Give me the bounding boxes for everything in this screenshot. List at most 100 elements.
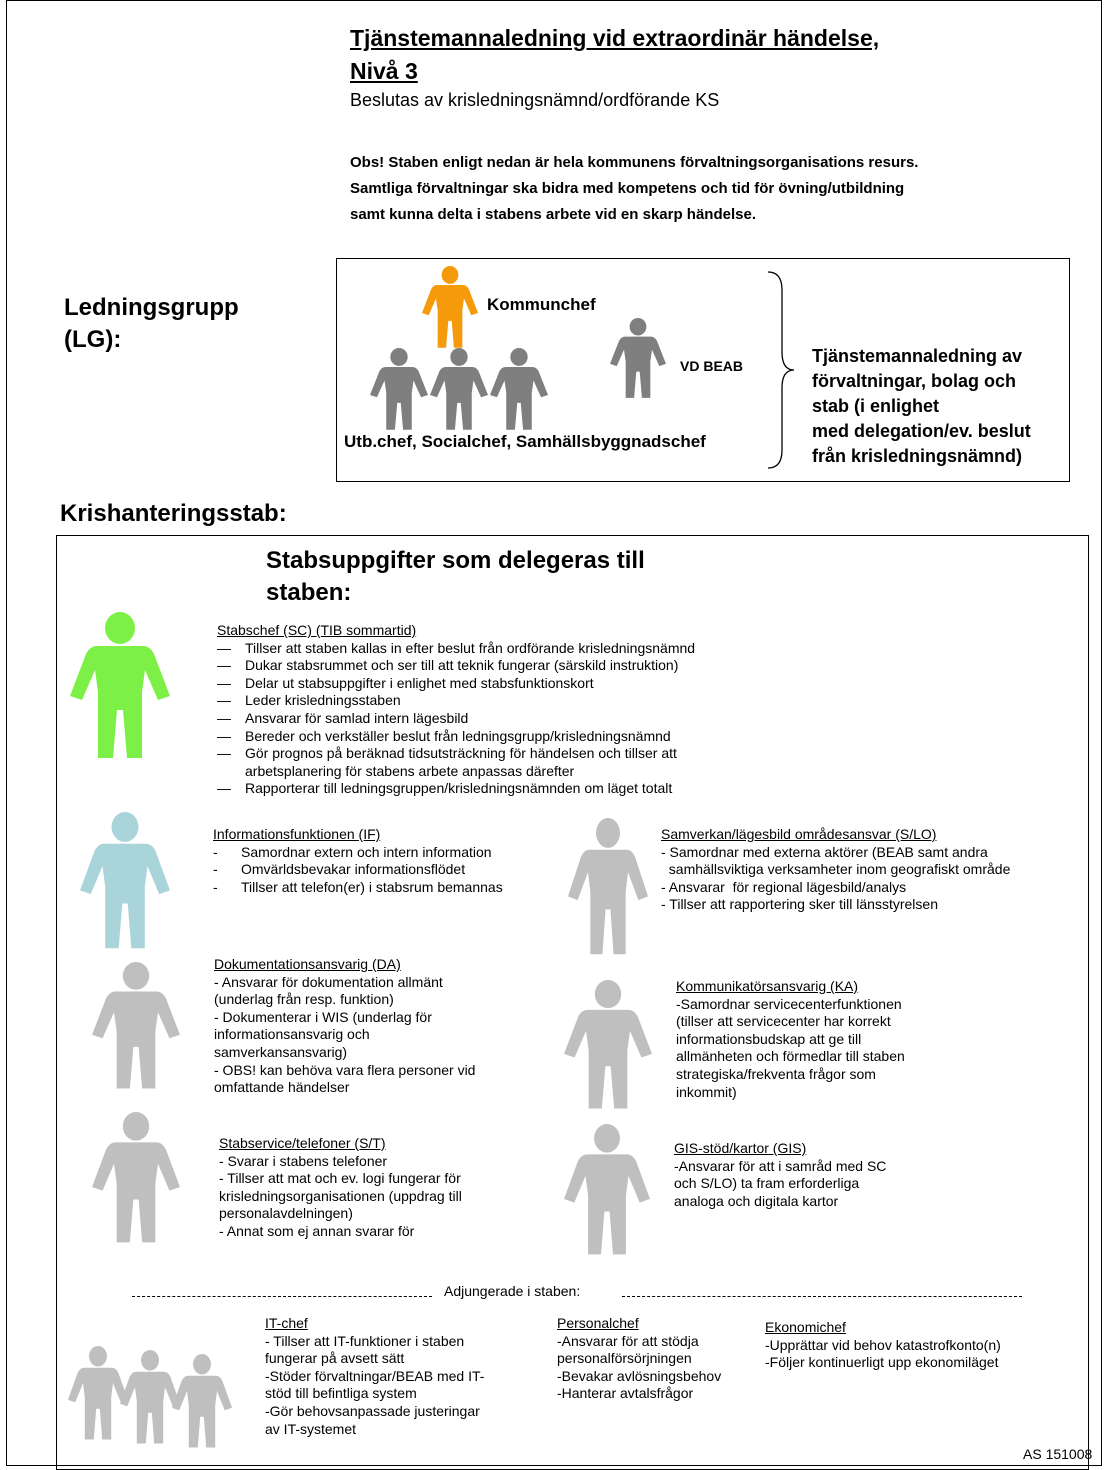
task-line: - Ansvarar för dokumentation allmänt	[214, 973, 443, 990]
task-line: -Hanterar avtalsfrågor	[557, 1385, 694, 1402]
vd-beab-label: VD BEAB	[680, 358, 744, 374]
kommunikator-block: Kommunikatörsansvarig (KA) -Samordnar se…	[676, 978, 905, 1101]
task-line: -Gör behovsanpassade justeringar	[265, 1402, 480, 1419]
curly-brace-icon	[767, 271, 795, 469]
ledningsgrupp-box	[336, 258, 1070, 482]
task-line: allmänheten och förmedlar till staben	[676, 1048, 905, 1065]
samhallsbyggnadschef-person-icon	[490, 348, 548, 430]
kommunikator-person-icon	[564, 980, 652, 1109]
task-line: fungerar på avsett sätt	[265, 1350, 405, 1367]
task-line: krisledningsorganisationen (uppdrag till	[219, 1187, 462, 1204]
note-line: samt kunna delta i stabens arbete vid en…	[350, 206, 756, 223]
stabschef-block: Stabschef (SC) (TIB sommartid) Tillser a…	[217, 622, 695, 798]
it-chef-block: IT-chef - Tillser att IT-funktioner i st…	[265, 1315, 484, 1438]
utb-chef-person-icon	[370, 348, 428, 430]
task-item: Gör prognos på beräknad tidsutsträckning…	[217, 745, 695, 780]
task-line: personalavdelningen)	[219, 1205, 353, 1222]
task-line: analoga och digitala kartor	[674, 1192, 839, 1209]
stabschef-person-icon	[70, 612, 170, 758]
task-line: inkommit)	[676, 1083, 737, 1100]
gis-header: GIS-stöd/kartor (GIS)	[674, 1140, 807, 1156]
page-frame	[6, 0, 1102, 1466]
task-line: -Följer kontinuerligt upp ekonomiläget	[765, 1354, 999, 1371]
ekonomichef-header: Ekonomichef	[765, 1319, 846, 1335]
task-line: (underlag från resp. funktion)	[214, 991, 394, 1008]
it-chef-header: IT-chef	[265, 1315, 308, 1331]
adjungerad-person-icon	[120, 1350, 180, 1444]
stabservice-block: Stabservice/telefoner (S/T) - Svarar i s…	[219, 1135, 462, 1241]
socialchef-person-icon	[430, 348, 488, 430]
task-line: av IT-systemet	[265, 1420, 357, 1437]
stabsuppgifter-title-line-2: staben:	[266, 579, 352, 606]
task-line: - Samordnar med externa aktörer (BEAB sa…	[661, 843, 988, 860]
task-line: informationsansvarig och	[214, 1026, 370, 1043]
samverkan-person-icon	[568, 818, 648, 955]
title-line-2: Nivå 3	[350, 58, 418, 84]
page-title: Tjänstemannaledning vid extraordinär hän…	[350, 22, 1050, 88]
stabsuppgifter-title-line-1: Stabsuppgifter som delegeras till	[266, 547, 645, 574]
ledningsgrupp-heading-line-2: (LG):	[64, 326, 122, 353]
samverkan-block: Samverkan/lägesbild områdesansvar (S/LO)…	[661, 826, 1010, 914]
task-item: Bereder och verkställer beslut från ledn…	[217, 728, 695, 746]
task-line: samhällsviktiga verksamheter inom geogra…	[661, 861, 1011, 878]
informationsfunktionen-block: Informationsfunktionen (IF) Samordnar ex…	[213, 826, 503, 896]
ledningsgrupp-heading: Ledningsgrupp (LG):	[64, 292, 239, 356]
note-line: Obs! Staben enligt nedan är hela kommune…	[350, 154, 919, 171]
gis-person-icon	[564, 1124, 650, 1255]
stabservice-header: Stabservice/telefoner (S/T)	[219, 1135, 386, 1151]
krishanteringsstab-heading: Krishanteringsstab:	[60, 500, 287, 527]
description-line: förvaltningar, bolag och	[812, 371, 1017, 391]
note-line: Samtliga förvaltningar ska bidra med kom…	[350, 180, 905, 197]
task-item: Omvärldsbevakar informationsflödet	[213, 861, 503, 879]
task-line: informationsbudskap att ge till	[676, 1030, 862, 1047]
task-line: (tillser att servicecenter har korrekt	[676, 1013, 891, 1030]
task-line: -Stöder förvaltningar/BEAB med IT-	[265, 1367, 485, 1384]
task-line: personalförsörjningen	[557, 1350, 692, 1367]
task-line: - Ansvarar för regional lägesbild/analys	[661, 878, 907, 895]
kommunchef-person-icon	[422, 266, 478, 348]
task-line: - Dokumenterar i WIS (underlag för	[214, 1008, 432, 1025]
task-line: omfattande händelser	[214, 1079, 350, 1096]
task-line: stöd till befintliga system	[265, 1385, 417, 1402]
task-line: samverkansansvarig)	[214, 1043, 348, 1060]
task-line: - Tillser att rapportering sker till län…	[661, 896, 938, 913]
gis-block: GIS-stöd/kartor (GIS) -Ansvarar för att …	[674, 1140, 886, 1210]
stabschef-header: Stabschef (SC) (TIB sommartid)	[217, 622, 417, 638]
task-line: - Svarar i stabens telefoner	[219, 1152, 388, 1169]
kommunikator-header: Kommunikatörsansvarig (KA)	[676, 978, 859, 994]
description-line: med delegation/ev. beslut	[812, 421, 1031, 441]
stabservice-person-icon	[92, 1112, 180, 1243]
task-line: - Annat som ej annan svarar för	[219, 1222, 415, 1239]
task-line: - OBS! kan behöva vara flera personer vi…	[214, 1061, 476, 1078]
ekonomichef-block: Ekonomichef -Upprättar vid behov katastr…	[765, 1319, 1001, 1372]
task-line: - Tillser att mat och ev. logi fungerar …	[219, 1170, 461, 1187]
ledningsgrupp-description: Tjänstemannaledning av förvaltningar, bo…	[812, 344, 1072, 469]
task-line: - Tillser att IT-funktioner i staben	[265, 1332, 465, 1349]
informationsfunktionen-task-list: Samordnar extern och intern information …	[213, 844, 503, 897]
task-line: -Bevakar avlösningsbehov	[557, 1367, 722, 1384]
task-line: -Upprättar vid behov katastrofkonto(n)	[765, 1336, 1001, 1353]
description-line: från krisledningsnämnd)	[812, 446, 1023, 466]
task-line: strategiska/frekventa frågor som	[676, 1065, 876, 1082]
informationsfunktionen-person-icon	[80, 812, 170, 949]
personalchef-block: Personalchef -Ansvarar för att stödja pe…	[557, 1315, 721, 1403]
task-item: Tillser att staben kallas in efter beslu…	[217, 640, 695, 658]
task-line: -Ansvarar för att stödja	[557, 1332, 699, 1349]
task-item: Tillser att telefon(er) i stabsrum beman…	[213, 879, 503, 897]
kommunchef-label: Kommunchef	[487, 295, 596, 314]
task-item: Ansvarar för samlad intern lägesbild	[217, 710, 695, 728]
task-item: Rapporterar till ledningsgruppen/krisled…	[217, 780, 695, 798]
dokumentation-person-icon	[92, 962, 180, 1089]
adjungerade-divider	[132, 1290, 1022, 1302]
personalchef-header: Personalchef	[557, 1315, 639, 1331]
ledningsgrupp-heading-line-1: Ledningsgrupp	[64, 294, 239, 321]
staff-note: Obs! Staben enligt nedan är hela kommune…	[350, 150, 1100, 228]
chiefs-label: Utb.chef, Socialchef, Samhällsbyggnadsch…	[344, 432, 706, 451]
task-line: -Samordnar servicecenterfunktionen	[676, 995, 902, 1012]
page-subtitle: Beslutas av krisledningsnämnd/ordförande…	[350, 90, 720, 110]
description-line: stab (i enlighet	[812, 396, 940, 416]
adjungerad-person-icon	[172, 1354, 232, 1448]
adjungerade-label: Adjungerade i staben:	[440, 1283, 585, 1299]
stabschef-task-list: Tillser att staben kallas in efter beslu…	[217, 640, 695, 798]
informationsfunktionen-header: Informationsfunktionen (IF)	[213, 826, 381, 842]
